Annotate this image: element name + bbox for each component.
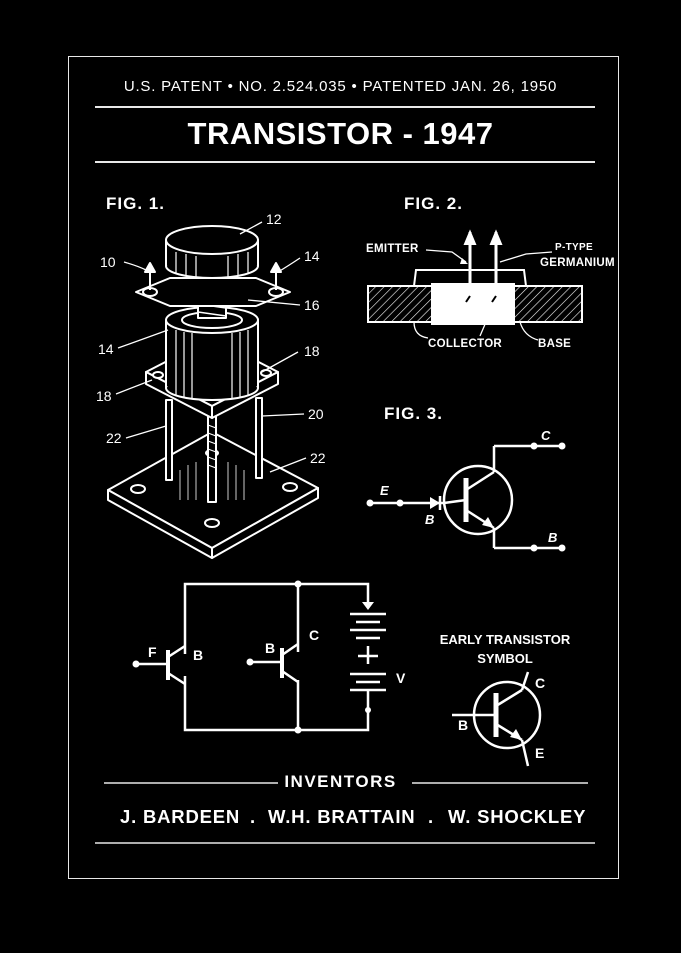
name-separator-2: . xyxy=(428,806,434,827)
early-symbol-title-1: EARLY TRANSISTOR xyxy=(439,632,571,647)
inventor-shockley: W. SHOCKLEY xyxy=(448,806,587,827)
circuit-c-letter: C xyxy=(309,627,320,643)
circuit-v-letter: V xyxy=(396,670,406,686)
circuit-b2-letter: B xyxy=(265,640,276,656)
header-rule-top xyxy=(95,106,595,108)
fig2-drawing xyxy=(367,229,583,341)
poster-frame xyxy=(68,56,619,879)
inventor-bardeen: J. BARDEEN xyxy=(120,806,241,827)
fig3-label: FIG. 3. xyxy=(384,404,443,423)
page-title: TRANSISTOR - 1947 xyxy=(187,116,494,151)
part-20: 20 xyxy=(308,406,324,422)
circuit-b1-letter: B xyxy=(193,647,204,663)
inventor-rules xyxy=(95,782,595,844)
fig3-emitter-letter: E xyxy=(380,483,389,498)
part-14-left: 14 xyxy=(98,341,114,357)
early-transistor-drawing xyxy=(452,671,542,767)
early-e-letter: E xyxy=(535,745,545,761)
part-18-right: 18 xyxy=(304,343,320,359)
legs xyxy=(165,397,263,503)
part-14-right: 14 xyxy=(304,248,320,264)
part-12: 12 xyxy=(266,211,282,227)
fig3-base-letter-outer: B xyxy=(548,530,558,545)
fig1-leader-lines xyxy=(115,221,307,473)
circuit-drawing xyxy=(132,580,386,734)
early-c-letter: C xyxy=(535,675,546,691)
fig3-base-letter-inner: B xyxy=(425,512,435,527)
base-label: BASE xyxy=(538,338,572,350)
fig1-label: FIG. 1. xyxy=(106,194,165,213)
emitter-label: EMITTER xyxy=(366,243,419,255)
early-b-letter: B xyxy=(458,717,469,733)
fig3-collector-letter: C xyxy=(541,428,551,443)
fig1-drawing xyxy=(107,221,319,559)
knob xyxy=(165,225,259,279)
circuit-f-letter: F xyxy=(148,644,157,660)
part-16: 16 xyxy=(304,297,320,313)
fig2-label: FIG. 2. xyxy=(404,194,463,213)
germanium-label: GERMANIUM xyxy=(540,257,615,269)
part-22-left: 22 xyxy=(106,430,122,446)
collector-label: COLLECTOR xyxy=(428,338,503,350)
bracket xyxy=(135,262,291,307)
fig3-drawing xyxy=(366,442,566,552)
part-18-left: 18 xyxy=(96,388,112,404)
part-10: 10 xyxy=(100,254,116,270)
inventors-heading: INVENTORS xyxy=(284,772,397,791)
name-separator-1: . xyxy=(250,806,256,827)
patent-line: U.S. PATENT • NO. 2.524.035 • PATENTED J… xyxy=(123,78,558,95)
inventor-brattain: W.H. BRATTAIN xyxy=(268,806,416,827)
ptype-label: P-TYPE xyxy=(555,242,593,253)
early-symbol-title-2: SYMBOL xyxy=(477,651,533,666)
cylinder-body xyxy=(165,306,259,401)
part-22-right: 22 xyxy=(310,450,326,466)
header-rule-bottom xyxy=(95,161,595,163)
